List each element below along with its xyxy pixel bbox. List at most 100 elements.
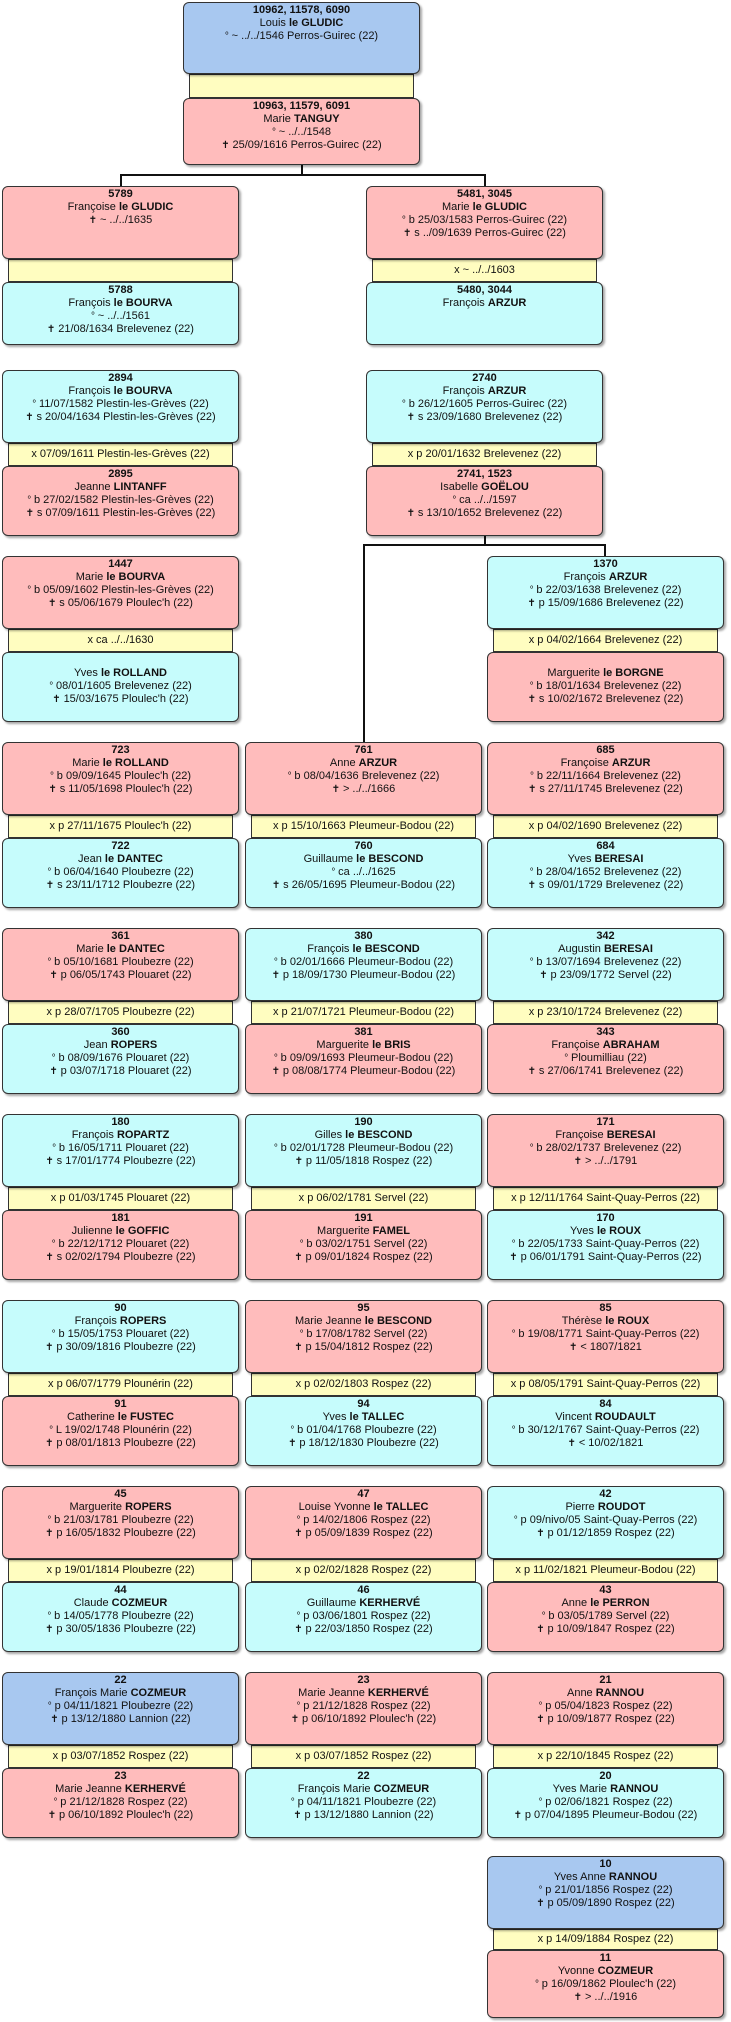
- event-text: b 22/12/1712 Plouaret (22): [58, 1238, 190, 1250]
- event-line: ° b 05/10/1681 Ploubezre (22): [3, 956, 238, 969]
- event-line: ° p 21/12/1828 Rospez (22): [246, 1700, 481, 1713]
- person-name: Yves le ROLLAND: [3, 667, 238, 680]
- person-name: François Marie COZMEUR: [246, 1783, 481, 1796]
- surname: ROUDOT: [597, 1501, 646, 1513]
- event-text: p 10/09/1877 Rospez (22): [547, 1713, 675, 1725]
- event-line: ° p 03/06/1801 Rospez (22): [246, 1610, 481, 1623]
- surname: KERHERVÉ: [124, 1783, 186, 1795]
- event-text: p 06/05/1743 Plouaret (22): [60, 969, 192, 981]
- person-name: Yves le TALLEC: [246, 1411, 481, 1424]
- marriage-bar: x p 03/07/1852 Rospez (22): [251, 1745, 476, 1768]
- first-name: Jean: [78, 853, 105, 865]
- first-name: Catherine: [67, 1411, 118, 1423]
- birth-icon: °: [535, 1979, 542, 1990]
- person-name: Marguerite ROPERS: [3, 1501, 238, 1514]
- event-text: p 15/04/1812 Rospez (22): [305, 1341, 433, 1353]
- event-text: p 04/11/1821 Ploubezre (22): [297, 1796, 437, 1808]
- birth-icon: °: [529, 957, 537, 968]
- birth-icon: °: [296, 1701, 304, 1712]
- event-line: ✝ p 30/05/1836 Ploubezre (22): [3, 1623, 238, 1636]
- event-text: s 27/06/1741 Brelevenez (22): [538, 1065, 684, 1077]
- sosa-number: 342: [596, 930, 615, 942]
- surname: ROPERS: [125, 1501, 172, 1513]
- event-text: s 11/05/1698 Ploulec'h (22): [59, 783, 193, 795]
- event-line: ✝ s 02/02/1794 Ploubezre (22): [3, 1251, 238, 1264]
- event-text: b 26/12/1605 Perros-Guirec (22): [408, 398, 568, 410]
- death-cross-icon: ✝: [271, 1066, 283, 1077]
- event-line: ✝ < 10/02/1821: [488, 1437, 723, 1450]
- first-name: François: [71, 1129, 117, 1141]
- event-text: b 22/03/1638 Brelevenez (22): [536, 584, 682, 596]
- surname: ROPERS: [110, 1039, 158, 1051]
- event-line: ° ~ ../../1546 Perros-Guirec (22): [184, 30, 419, 43]
- person-card[interactable]: Yves le ROLLAND° 08/01/1605 Brelevenez (…: [2, 652, 239, 722]
- sosa-number: 42: [599, 1488, 612, 1500]
- surname: le BOURVA: [113, 385, 173, 397]
- event-line: ✝ p 09/01/1824 Rospez (22): [246, 1251, 481, 1264]
- birth-icon: °: [27, 495, 34, 506]
- event-text: p 06/10/1892 Ploulec'h (22): [301, 1713, 437, 1725]
- event-line: ✝ p 15/09/1686 Brelevenez (22): [488, 597, 723, 610]
- event-line: ✝ 21/08/1634 Brelevenez (22): [3, 323, 238, 336]
- person-card[interactable]: Marguerite le BORGNE° b 18/01/1634 Brele…: [487, 652, 724, 722]
- event-text: ca ../../1597: [459, 494, 517, 506]
- event-line: ✝ s 26/05/1695 Pleumeur-Bodou (22): [246, 879, 481, 892]
- event-text: L 19/02/1748 Plounérin (22): [55, 1424, 192, 1436]
- first-name: Marie Jeanne: [295, 1315, 365, 1327]
- first-name: François: [307, 943, 353, 955]
- sosa-number: 180: [111, 1116, 130, 1128]
- death-cross-icon: ✝: [528, 784, 540, 795]
- birth-icon: °: [51, 1239, 59, 1250]
